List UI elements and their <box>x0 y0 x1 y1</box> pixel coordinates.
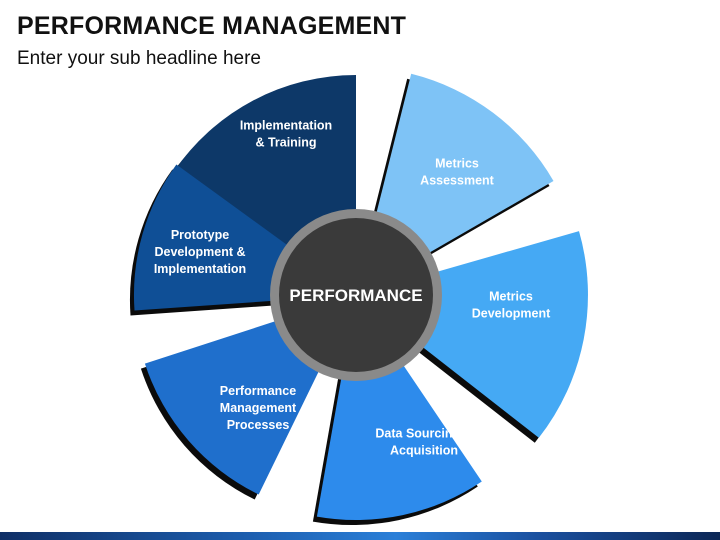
segment-label-implementation-training: Implementation & Training <box>240 119 332 150</box>
segment-label-line: Acquisition <box>390 444 458 458</box>
segment-label-line: Implementation <box>154 262 246 276</box>
segment-label-line: Assessment <box>420 174 494 188</box>
segment-label-line: Metrics <box>489 290 533 304</box>
segment-label-line: Performance <box>220 384 296 398</box>
page-subtitle: Enter your sub headline here <box>17 48 261 69</box>
segment-label-line: Prototype <box>171 228 229 242</box>
center-hub: PERFORMANCE <box>270 209 442 381</box>
segment-label-line: Development <box>472 307 551 321</box>
segment-label-line: Management <box>220 401 297 415</box>
segment-label-line: Metrics <box>435 157 479 171</box>
bottom-accent-bar <box>0 532 720 540</box>
segment-label-line: Data Sourcing & <box>375 427 472 441</box>
segments-layer <box>129 73 588 526</box>
center-label: PERFORMANCE <box>289 286 422 305</box>
segment-label-line: Processes <box>227 418 290 432</box>
segment-label-line: Development & <box>155 245 246 259</box>
segment-label-line: & Training <box>255 136 316 150</box>
segment-label-line: Implementation <box>240 119 332 133</box>
center-circle <box>279 218 433 372</box>
page-title: PERFORMANCE MANAGEMENT <box>17 12 407 40</box>
segment-label-data-sourcing-acquisition: Data Sourcing & Acquisition <box>375 427 472 458</box>
